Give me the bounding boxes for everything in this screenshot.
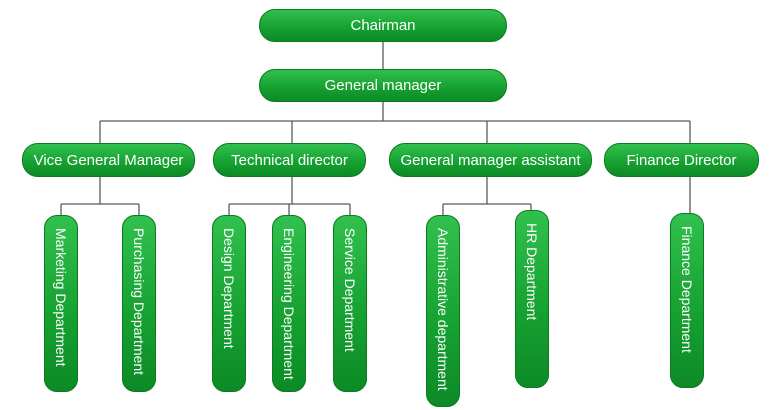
finance-department-node: Finance Department bbox=[670, 213, 704, 388]
engineering-department-node: Engineering Department bbox=[272, 215, 306, 392]
engineering-department-label: Engineering Department bbox=[281, 228, 297, 380]
purchasing-department-label: Purchasing Department bbox=[131, 228, 147, 376]
chairman-node: Chairman bbox=[259, 9, 507, 42]
design-department-label: Design Department bbox=[221, 228, 237, 349]
hr-department-label: HR Department bbox=[524, 223, 540, 321]
vice-general-manager-node: Vice General Manager bbox=[22, 143, 195, 177]
purchasing-department-node: Purchasing Department bbox=[122, 215, 156, 392]
design-department-node: Design Department bbox=[212, 215, 246, 392]
finance-department-label: Finance Department bbox=[679, 226, 695, 353]
general-manager-node: General manager bbox=[259, 69, 507, 102]
administrative-department-label: Administrative department bbox=[435, 228, 451, 391]
service-department-label: Service Department bbox=[342, 228, 358, 352]
technical-director-node: Technical director bbox=[213, 143, 366, 177]
marketing-department-node: Marketing Department bbox=[44, 215, 78, 392]
finance-director-node: Finance Director bbox=[604, 143, 759, 177]
general-manager-assistant-node: General manager assistant bbox=[389, 143, 592, 177]
marketing-department-label: Marketing Department bbox=[53, 228, 69, 367]
service-department-node: Service Department bbox=[333, 215, 367, 392]
hr-department-node: HR Department bbox=[515, 210, 549, 388]
administrative-department-node: Administrative department bbox=[426, 215, 460, 407]
